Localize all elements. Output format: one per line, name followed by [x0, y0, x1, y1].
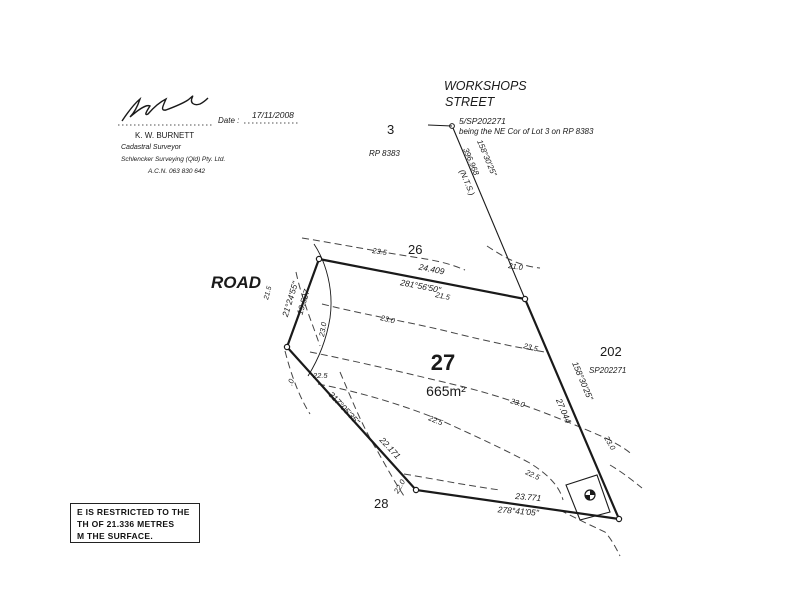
contour-label: 21.0 — [507, 261, 525, 272]
north-boundary-distance: 24.409 — [417, 261, 446, 276]
contour-label: 22.0 — [391, 477, 407, 496]
restriction-note-line: M THE SURFACE. — [77, 531, 153, 541]
subject-lot-area: 665m² — [426, 383, 466, 399]
contour-line — [301, 237, 466, 271]
south-boundary-distance: 23.771 — [514, 491, 542, 503]
contour-line — [309, 351, 633, 456]
contour-line — [559, 509, 621, 557]
corner-mark — [283, 343, 291, 351]
reference-mark-point — [449, 123, 455, 129]
contour-label: 23.0 — [508, 396, 526, 410]
benchmark-symbol-fill — [585, 490, 595, 500]
lot202-plan: SP202271 — [589, 366, 626, 375]
contour-label: 22.5 — [523, 467, 542, 482]
reference-traverse-line — [452, 127, 526, 300]
lot3-number: 3 — [387, 122, 394, 137]
surveyor-signature — [121, 95, 209, 122]
east-boundary-distance: 27.044 — [554, 396, 574, 425]
contour-label: 21.5 — [434, 290, 452, 302]
road-contour-label: 21.5 — [263, 285, 274, 301]
contour-label: 23.0 — [379, 313, 397, 326]
road-edge-line — [307, 243, 332, 377]
contour-label: 22.5 — [312, 371, 328, 380]
date-label: Date : — [218, 116, 239, 125]
contour-label: 22.5 — [426, 413, 445, 427]
subject-lot-number: 27 — [431, 350, 455, 375]
contour-label: 23.0 — [602, 434, 618, 453]
road-label: ROAD — [211, 273, 261, 292]
street-boundary-line — [427, 124, 453, 127]
reference-mark-label: 5/SP202271 — [459, 116, 506, 126]
contour-line — [339, 371, 405, 497]
contour-line — [321, 303, 546, 353]
contour-line — [403, 473, 501, 491]
contour-line — [317, 383, 564, 501]
corner-mark — [521, 295, 529, 303]
contour-label: 23.5 — [522, 341, 540, 354]
contour-line — [284, 350, 311, 415]
lot3-plan: RP 8383 — [369, 149, 400, 158]
restriction-note-box: E IS RESTRICTED TO THE TH OF 21.336 METR… — [70, 503, 200, 543]
contour-label: .0 — [285, 377, 296, 387]
corner-mark — [315, 255, 323, 263]
contour-label: 23.5 — [371, 246, 389, 257]
contour-line — [295, 271, 321, 347]
street-name-line2: STREET — [445, 95, 496, 109]
restriction-note-line: TH OF 21.336 METRES — [77, 519, 175, 529]
structure-outline — [565, 474, 611, 521]
corner-mark — [615, 515, 623, 523]
reference-mark-description: being the NE Cor of Lot 3 on RP 8383 — [459, 127, 594, 136]
date-value: 17/11/2008 — [252, 110, 294, 120]
lot202-number: 202 — [600, 344, 622, 359]
south-boundary-bearing: 278°41'05" — [496, 504, 540, 518]
contour-line — [486, 245, 541, 269]
lot27-boundary — [285, 257, 621, 521]
street-name-line1: WORKSHOPS — [444, 79, 527, 93]
surveyor-title: Cadastral Surveyor — [121, 144, 182, 151]
surveyor-acn: A.C.N. 063 830 642 — [147, 168, 205, 175]
surveyor-company: Schlencker Surveying (Qld) Pty. Ltd. — [121, 156, 225, 163]
contour-label: 23.0 — [317, 321, 329, 339]
southwest-boundary-bearing: 317°05'35" — [327, 389, 363, 427]
corner-mark — [412, 486, 420, 494]
restriction-note-line: E IS RESTRICTED TO THE — [77, 507, 190, 517]
lot28-label: 28 — [374, 496, 388, 511]
surveyor-name: K. W. BURNETT — [135, 131, 194, 140]
lot26-label: 26 — [408, 242, 422, 257]
contour-line — [609, 464, 643, 489]
